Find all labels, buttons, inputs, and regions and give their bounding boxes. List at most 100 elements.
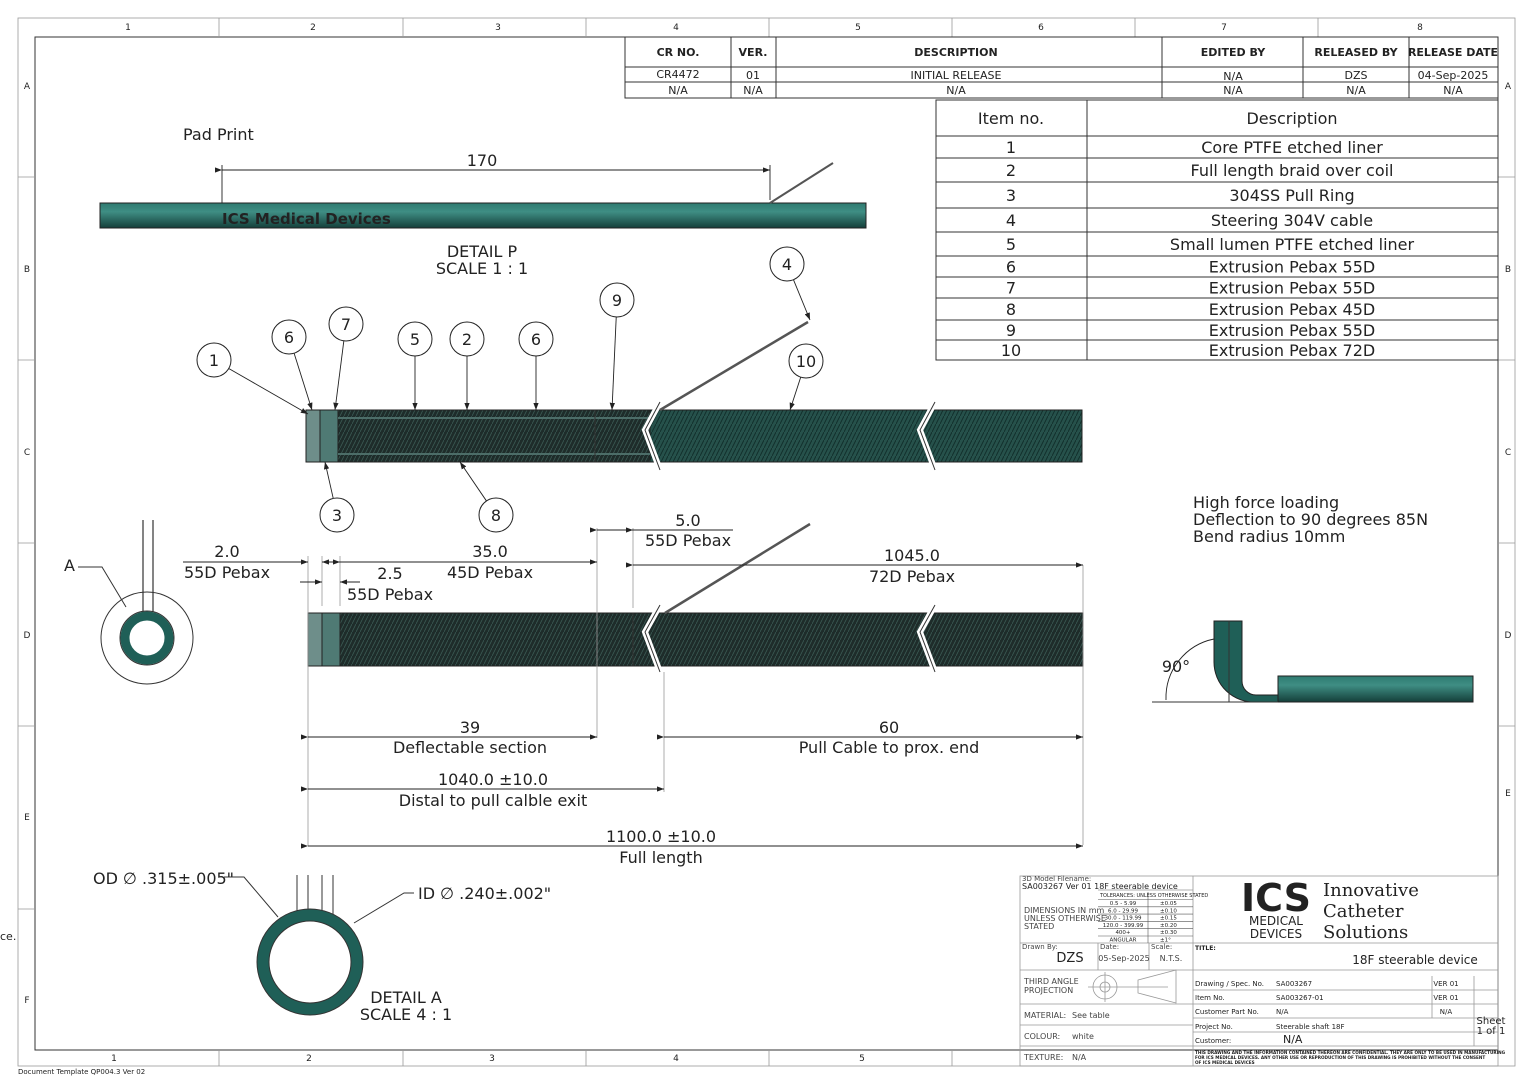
label-text: ICS (1241, 876, 1311, 920)
label-text: COLOUR: (1024, 1032, 1060, 1041)
label-text: D (24, 631, 31, 641)
title-block: 3D Model Filename: SA003267 Ver 01 18F s… (1019, 875, 1506, 1067)
label-text: Item no. (978, 109, 1044, 128)
bom-item-no: 10 (1001, 341, 1021, 360)
label-text: 1045.0 (884, 546, 940, 565)
balloon-leader (323, 461, 334, 499)
label-text: MEDICAL (1249, 914, 1303, 928)
field-value: SA003267 (1276, 980, 1312, 988)
tolerance-range: 0.5 - 5.99 (1110, 901, 1137, 907)
label-text: 4 (673, 1054, 679, 1064)
label-text: 5 (859, 1054, 865, 1064)
label-text: Deflection to 90 degrees 85N (1193, 510, 1428, 529)
label-text: Pull Cable to prox. end (799, 738, 980, 757)
balloon-number: 2 (462, 330, 472, 349)
field-value: Steerable shaft 18F (1276, 1023, 1345, 1031)
label-text: F (24, 996, 29, 1006)
label-text: Scale: (1151, 943, 1172, 951)
label-text: Sheet (1477, 1016, 1506, 1027)
label-text: STATED (1024, 922, 1054, 931)
label-text: E (1505, 789, 1511, 799)
tolerance-value: ±1° (1160, 938, 1171, 944)
balloon-number: 8 (491, 506, 501, 525)
balloon (319, 497, 355, 533)
label-text: N/A (1223, 70, 1243, 83)
bom-description: 304SS Pull Ring (1229, 186, 1354, 205)
field-value: N/A (1276, 1008, 1289, 1016)
label-text: 5.0 (675, 511, 700, 530)
label-text: OF ICS MEDICAL DEVICES (1195, 1060, 1255, 1065)
label-text: 72D Pebax (869, 567, 955, 586)
label-text: A (1505, 82, 1512, 92)
label-text: 1 (125, 23, 131, 33)
bom-description: Core PTFE etched liner (1201, 138, 1383, 157)
bom-item-no: 1 (1006, 138, 1016, 157)
label-text: N/A (1443, 84, 1463, 97)
field-version: N/A (1440, 1008, 1453, 1016)
label-text: 39 (460, 718, 480, 737)
detail-a: OD ∅ .315±.005" ID ∅ .240±.002" DETAIL A… (93, 869, 551, 1024)
label-text: OD ∅ .315±.005" (93, 869, 234, 888)
balloon (478, 497, 514, 533)
label-text: SCALE 1 : 1 (436, 259, 528, 278)
label-text: Full length (619, 848, 702, 867)
bom-item-no: 6 (1006, 258, 1016, 277)
tolerance-value: ±0.20 (1160, 923, 1177, 929)
balloon (518, 321, 554, 357)
bom-description: Small lumen PTFE etched liner (1170, 235, 1415, 254)
label-text: DEVICES (1250, 927, 1302, 941)
balloon-number: 10 (796, 352, 816, 371)
balloon (449, 321, 485, 357)
label-text: 2.5 (377, 564, 402, 583)
label-text: N/A (743, 84, 763, 97)
label-text: Innovative (1323, 880, 1419, 901)
label-text: 3 (495, 23, 501, 33)
tolerance-value: ±0.30 (1160, 930, 1177, 936)
label-text: 2 (310, 23, 316, 33)
balloon-leader (609, 316, 617, 411)
balloon-number: 9 (612, 291, 622, 310)
label-text: 1040.0 ±10.0 (438, 770, 548, 789)
label-text: 35.0 (472, 542, 508, 561)
label-text: 3D Model Filename: (1022, 875, 1091, 883)
label-text: Bend radius 10mm (1193, 527, 1345, 546)
label-text: N.T.S. (1160, 954, 1183, 963)
label-text: 55D Pebax (645, 531, 731, 550)
label-text: VER. (739, 46, 768, 59)
label-text: Drawn By: (1022, 943, 1058, 951)
bom-description: Steering 304V cable (1211, 211, 1373, 230)
bom-description: Extrusion Pebax 45D (1209, 300, 1375, 319)
label-text: RELEASED BY (1314, 46, 1398, 59)
label-text: Distal to pull calble exit (399, 791, 587, 810)
label-text: 1100.0 ±10.0 (606, 827, 716, 846)
bom-item-no: 3 (1006, 186, 1016, 205)
balloon (397, 321, 433, 357)
label-text: DESCRIPTION (914, 46, 997, 59)
balloon (788, 343, 824, 379)
balloon (769, 246, 805, 282)
label-text: 3 (489, 1054, 495, 1064)
revision-table: CR NO. VER. DESCRIPTION EDITED BY RELEAS… (624, 36, 1499, 99)
label-text: TOLERANCES: UNLESS OTHERWISE STATED (1099, 893, 1208, 899)
field-label: Customer Part No. (1195, 1008, 1259, 1016)
label-text: A (64, 556, 75, 575)
label-text: INITIAL RELEASE (911, 69, 1002, 82)
label-text: Description (1246, 109, 1337, 128)
label-text: 55D Pebax (347, 585, 433, 604)
tolerance-value: ±0.05 (1160, 901, 1177, 907)
balloon-leader (293, 353, 313, 411)
balloon-number: 6 (284, 328, 294, 347)
balloon-leader (228, 368, 309, 415)
label-text: DETAIL A (370, 988, 442, 1007)
label-text: N/A (1072, 1053, 1087, 1062)
field-label: Customer: (1195, 1037, 1231, 1045)
tolerance-range: 30.0 - 119.99 (1105, 916, 1142, 922)
tolerance-value: ±0.15 (1160, 916, 1177, 922)
label-text: N/A (946, 84, 966, 97)
tolerance-range: 6.0 - 29.99 (1108, 908, 1138, 914)
label-text: See table (1072, 1011, 1110, 1020)
label-text: 55D Pebax (184, 563, 270, 582)
bom-description: Full length braid over coil (1191, 161, 1394, 180)
